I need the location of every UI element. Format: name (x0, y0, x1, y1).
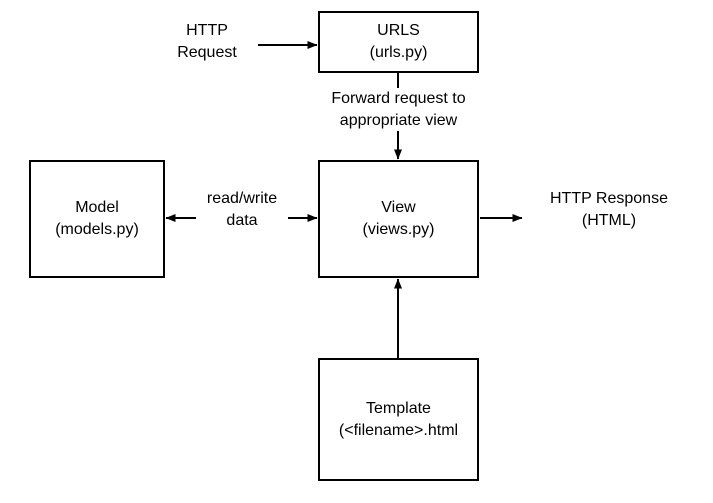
node-model-file: (models.py) (55, 221, 139, 238)
node-template-title: Template (366, 399, 431, 417)
node-view[interactable]: View (views.py) (318, 160, 479, 278)
label-http-response: HTTP Response (HTML) (529, 188, 689, 231)
label-http-request-line1: HTTP (186, 22, 228, 39)
label-http-response-line2: (HTML) (581, 211, 637, 229)
label-http-request: HTTP Request (162, 20, 252, 63)
node-model-title: Model (75, 199, 119, 217)
label-forward-request-line2: appropriate view (339, 111, 458, 129)
node-template[interactable]: Template (<filename>.html (318, 358, 479, 481)
node-view-title: View (381, 199, 416, 217)
label-read-write-line2: data (226, 211, 258, 229)
node-urls-file: (urls.py) (369, 44, 428, 61)
label-forward-request-line1: Forward request to (331, 90, 466, 107)
node-model[interactable]: Model (models.py) (29, 160, 165, 278)
node-urls[interactable]: URLS (urls.py) (318, 11, 479, 73)
label-http-request-line2: Request (177, 43, 237, 61)
node-view-file: (views.py) (362, 221, 435, 238)
label-read-write-data: read/write data (196, 188, 288, 232)
label-forward-request: Forward request to appropriate view (318, 88, 479, 132)
node-urls-title: URLS (377, 22, 420, 40)
label-read-write-line1: read/write (206, 190, 278, 207)
node-template-file: (<filename>.html (338, 421, 459, 439)
label-http-response-line1: HTTP Response (550, 190, 668, 207)
